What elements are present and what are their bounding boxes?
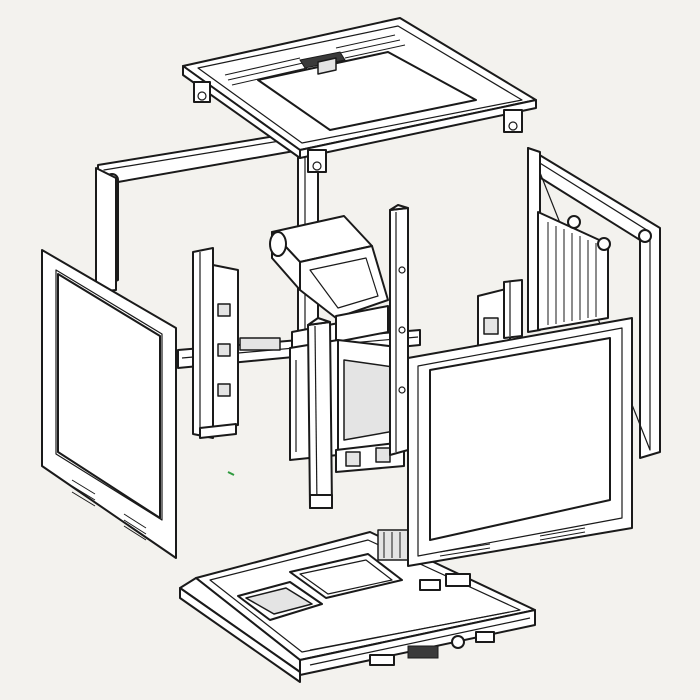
center-post [307,317,333,509]
front-right-panel [407,317,633,567]
right-post [389,204,409,456]
left-rail [192,247,239,439]
top-panel [182,17,537,173]
right-bracket [477,279,523,347]
base-tray [179,529,536,683]
left-side-panel [41,249,177,559]
back-right-frame [527,147,661,459]
green-mark [227,471,235,476]
